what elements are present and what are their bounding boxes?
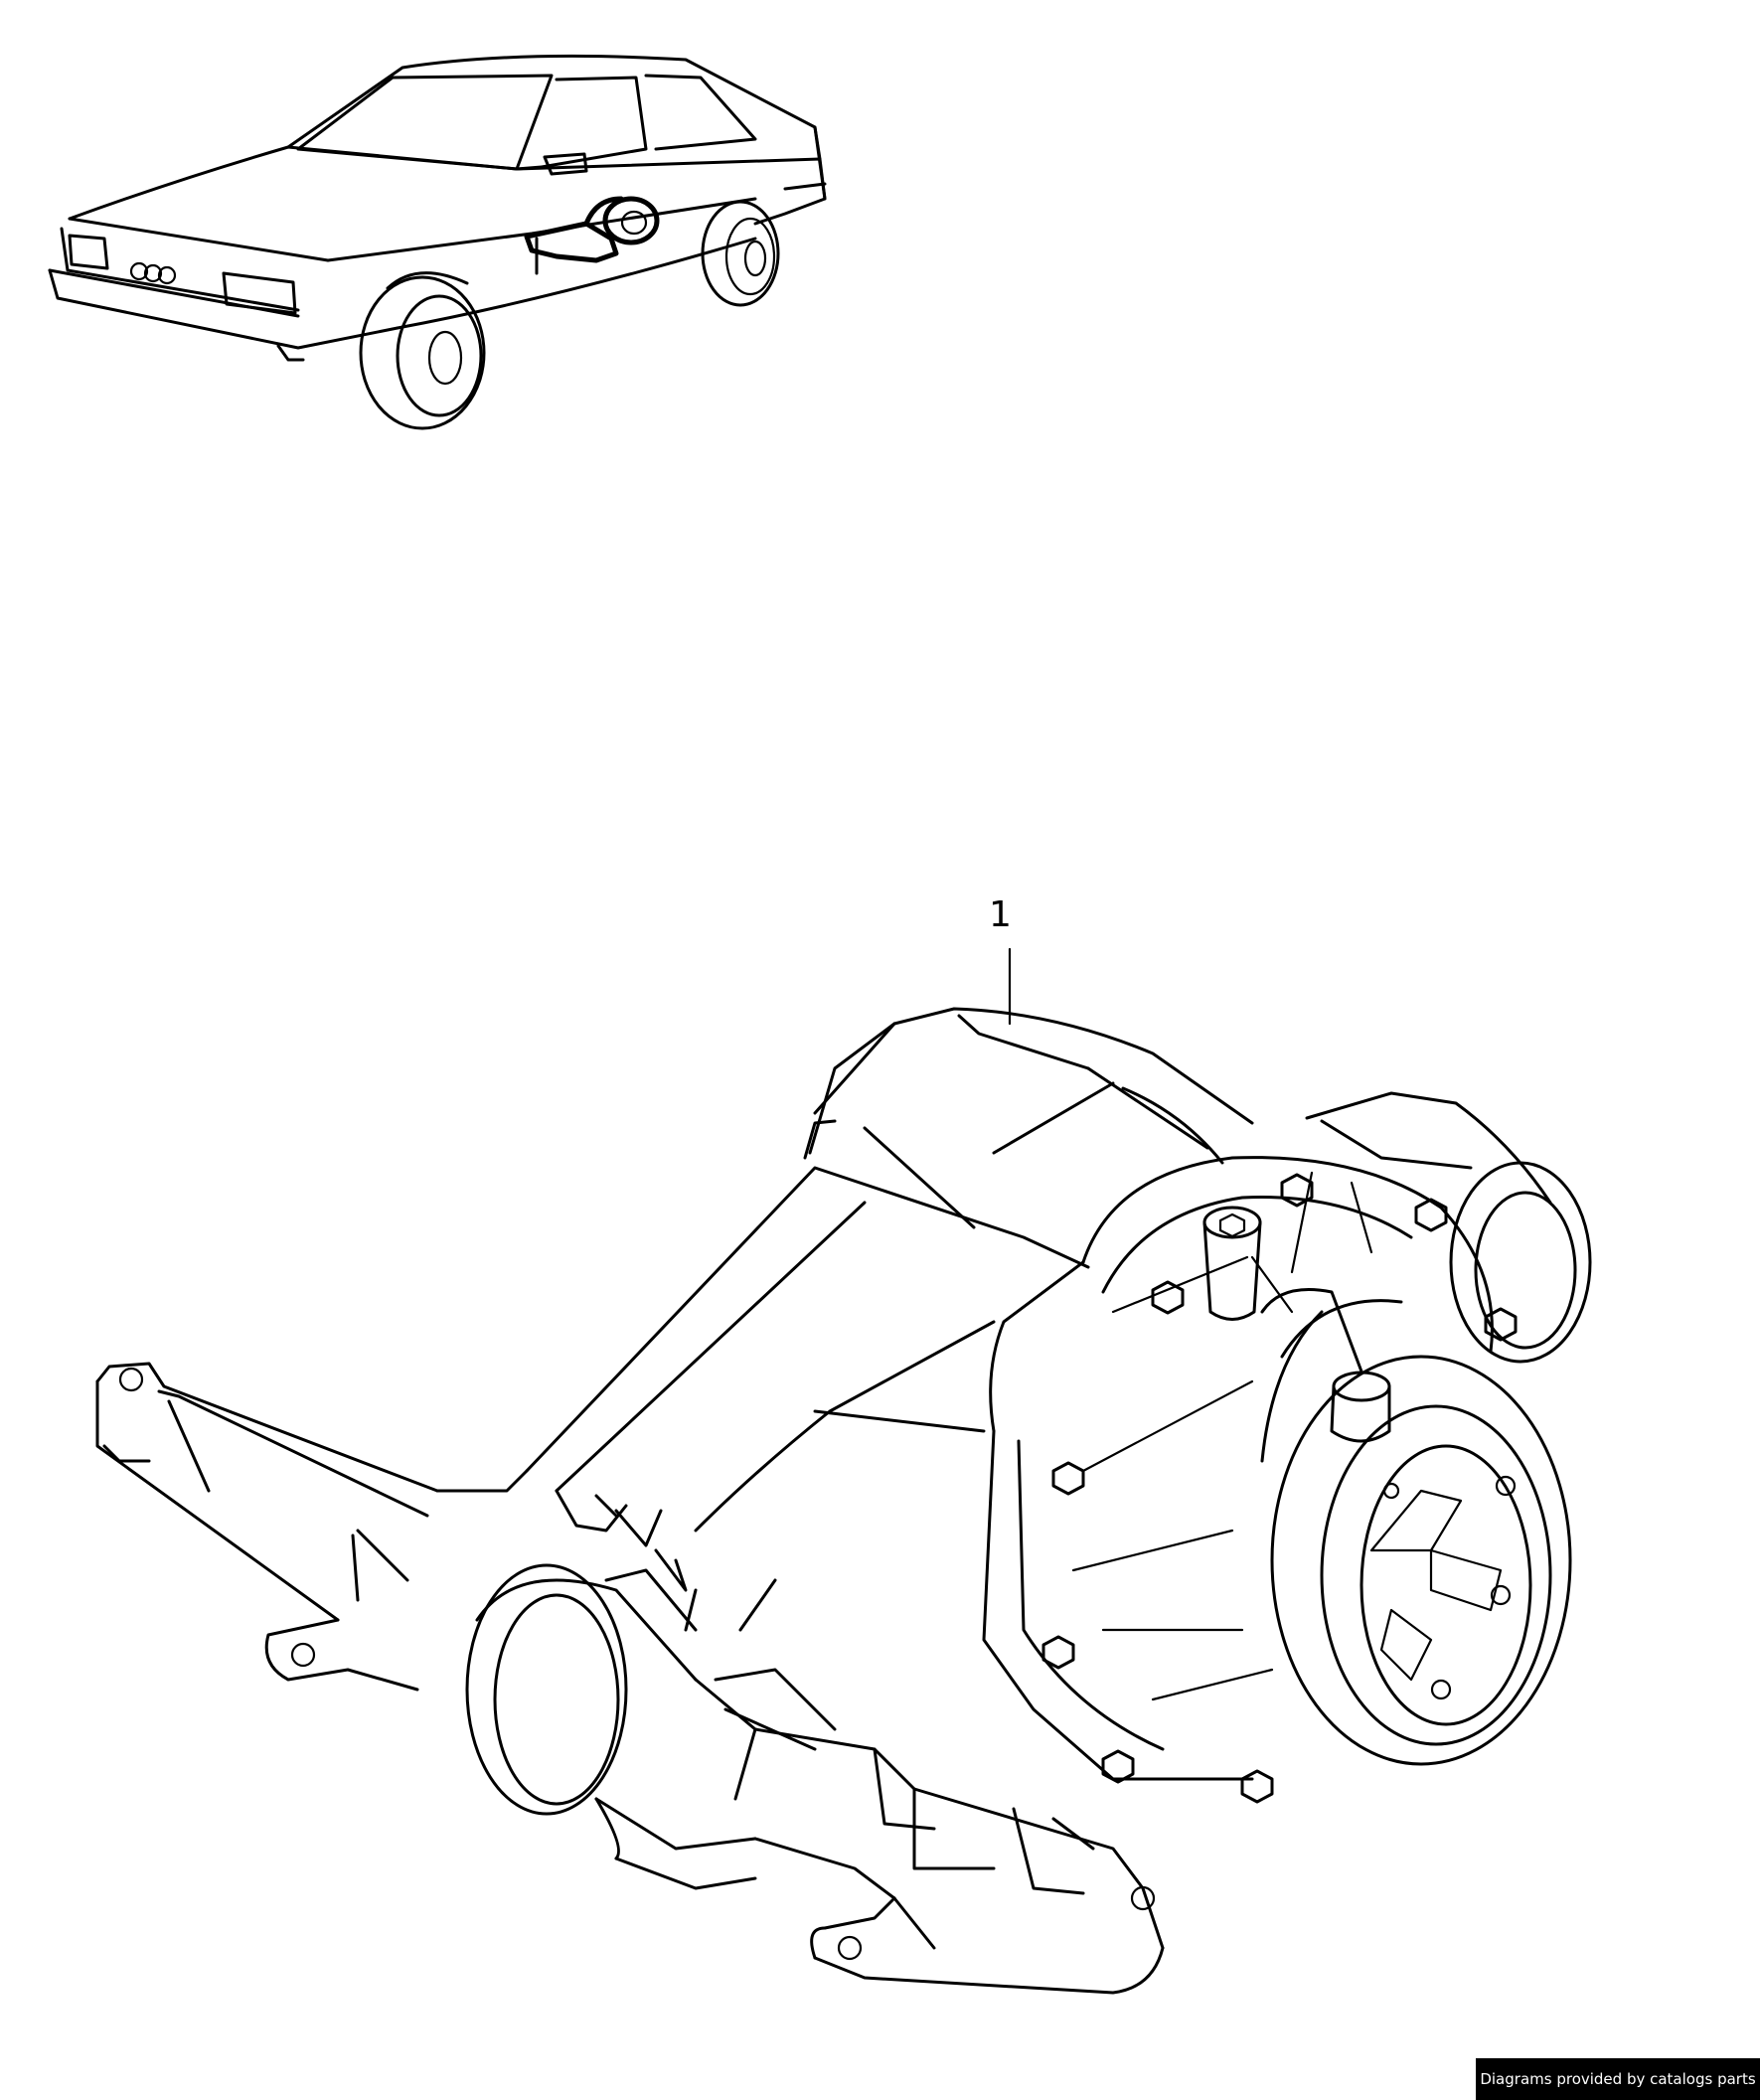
output-flange bbox=[1260, 1299, 1572, 1766]
flange-bolts bbox=[1041, 1173, 1518, 1804]
rear-differential-illustration bbox=[95, 1007, 1592, 1995]
callout-number-1: 1 bbox=[989, 894, 1012, 935]
credit-footer: Diagrams provided by catalogs parts bbox=[1476, 2058, 1760, 2100]
car-locator-illustration bbox=[48, 54, 827, 430]
credit-text: Diagrams provided by catalogs parts bbox=[1480, 2070, 1756, 2088]
